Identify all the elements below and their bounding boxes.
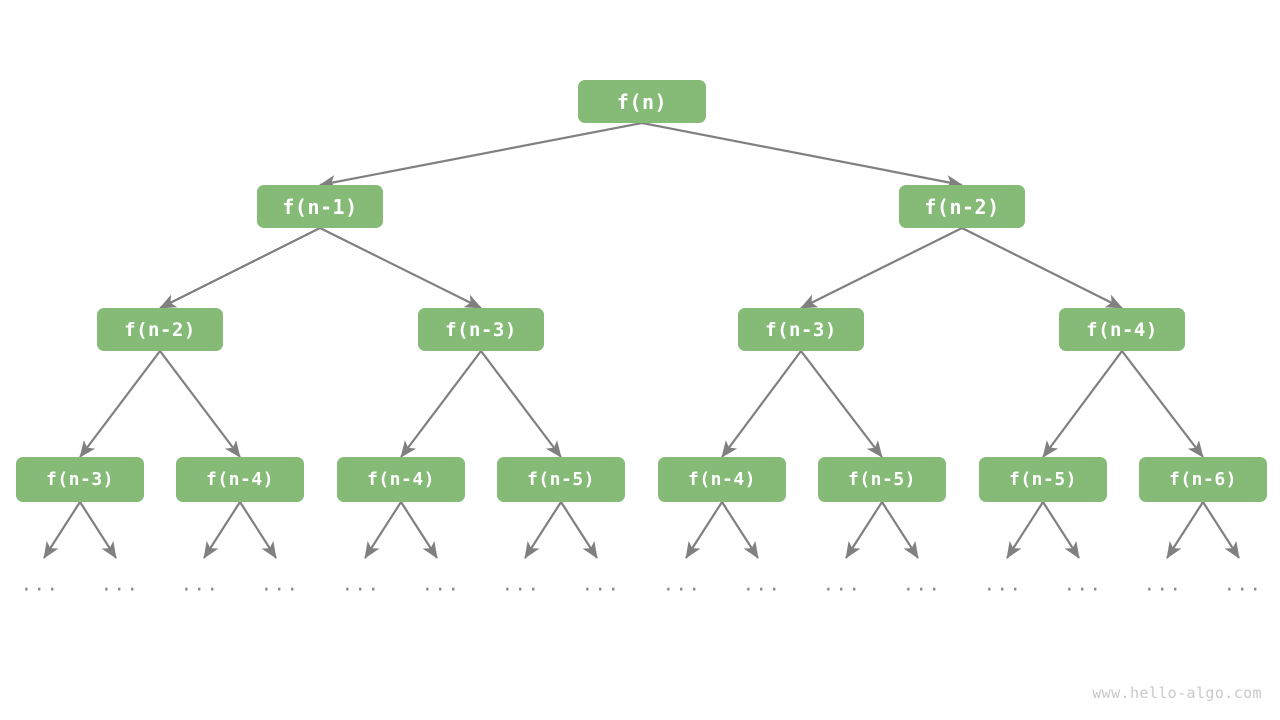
tree-node-n11: f(n-4) — [658, 457, 786, 502]
edge-n3-to-n8 — [159, 350, 241, 458]
tree-node-n1: f(n-1) — [257, 185, 383, 228]
edge-n12-to-e11 — [881, 501, 919, 559]
tree-node-n5: f(n-3) — [738, 308, 864, 351]
edge-n2-to-n6 — [961, 227, 1123, 309]
tree-node-n6: f(n-4) — [1059, 308, 1185, 351]
edge-n0-to-n2 — [641, 121, 963, 189]
ellipsis-marker-10: ... — [822, 573, 862, 596]
ellipsis-marker-2: ... — [180, 573, 220, 596]
edge-n3-to-n7 — [79, 350, 161, 458]
tree-node-n3: f(n-2) — [97, 308, 223, 351]
ellipsis-marker-14: ... — [1143, 573, 1183, 596]
ellipsis-marker-15: ... — [1223, 573, 1263, 596]
edge-n1-to-n4 — [319, 227, 482, 309]
edge-n11-to-e8 — [685, 501, 723, 559]
ellipsis-marker-12: ... — [983, 573, 1023, 596]
edge-n1-to-n3 — [159, 227, 321, 309]
ellipsis-marker-6: ... — [501, 573, 541, 596]
ellipsis-marker-13: ... — [1063, 573, 1103, 596]
edge-n5-to-n12 — [800, 350, 883, 458]
ellipsis-marker-8: ... — [662, 573, 702, 596]
edge-n13-to-e12 — [1006, 501, 1044, 559]
edge-n14-to-e14 — [1166, 501, 1204, 559]
edge-n8-to-e2 — [203, 501, 241, 559]
ellipsis-marker-9: ... — [742, 573, 782, 596]
edge-n10-to-e6 — [524, 501, 562, 559]
edge-n9-to-e4 — [364, 501, 402, 559]
ellipsis-marker-1: ... — [100, 573, 140, 596]
edge-n8-to-e3 — [239, 501, 277, 559]
edge-n7-to-e0 — [43, 501, 81, 559]
ellipsis-marker-0: ... — [20, 573, 60, 596]
ellipsis-marker-11: ... — [902, 573, 942, 596]
edge-n12-to-e10 — [845, 501, 883, 559]
tree-node-n7: f(n-3) — [16, 457, 144, 502]
edge-n13-to-e13 — [1042, 501, 1080, 559]
edge-n4-to-n9 — [400, 350, 482, 458]
tree-node-n4: f(n-3) — [418, 308, 544, 351]
tree-node-n12: f(n-5) — [818, 457, 946, 502]
edge-n4-to-n10 — [480, 350, 562, 458]
edge-n2-to-n5 — [800, 227, 963, 309]
tree-node-n9: f(n-4) — [337, 457, 465, 502]
tree-node-n10: f(n-5) — [497, 457, 625, 502]
tree-node-n2: f(n-2) — [899, 185, 1025, 228]
edge-n14-to-e15 — [1202, 501, 1240, 559]
ellipsis-marker-4: ... — [341, 573, 381, 596]
tree-node-n0: f(n) — [578, 80, 706, 123]
edge-n0-to-n1 — [319, 121, 643, 189]
tree-node-n14: f(n-6) — [1139, 457, 1267, 502]
edge-n9-to-e5 — [400, 501, 438, 559]
watermark: www.hello-algo.com — [1092, 684, 1262, 702]
tree-node-n8: f(n-4) — [176, 457, 304, 502]
ellipsis-marker-3: ... — [260, 573, 300, 596]
ellipsis-marker-5: ... — [421, 573, 461, 596]
edge-n6-to-n14 — [1121, 350, 1204, 458]
edge-n5-to-n11 — [721, 350, 802, 458]
tree-node-n13: f(n-5) — [979, 457, 1107, 502]
edge-n7-to-e1 — [79, 501, 117, 559]
edge-n11-to-e9 — [721, 501, 759, 559]
edge-n10-to-e7 — [560, 501, 598, 559]
ellipsis-marker-7: ... — [581, 573, 621, 596]
edge-n6-to-n13 — [1042, 350, 1123, 458]
